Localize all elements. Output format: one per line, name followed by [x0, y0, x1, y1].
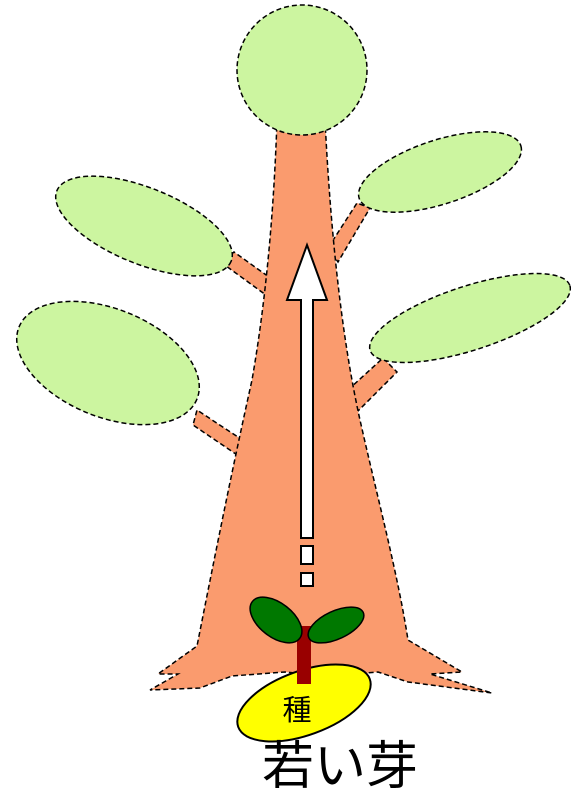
leaf-crown-upper-left	[43, 156, 246, 297]
leaf-crown-lower-right	[360, 255, 571, 381]
seed-label: 種	[282, 693, 311, 727]
leaf-crown-top	[237, 5, 367, 135]
caption: 若い芽	[262, 737, 418, 790]
growth-arrow-dash-1	[301, 546, 313, 564]
leaf-crown-lower-left	[0, 277, 217, 449]
leaf-crown-upper-right	[349, 115, 530, 228]
growth-arrow-dash-2	[301, 573, 313, 586]
